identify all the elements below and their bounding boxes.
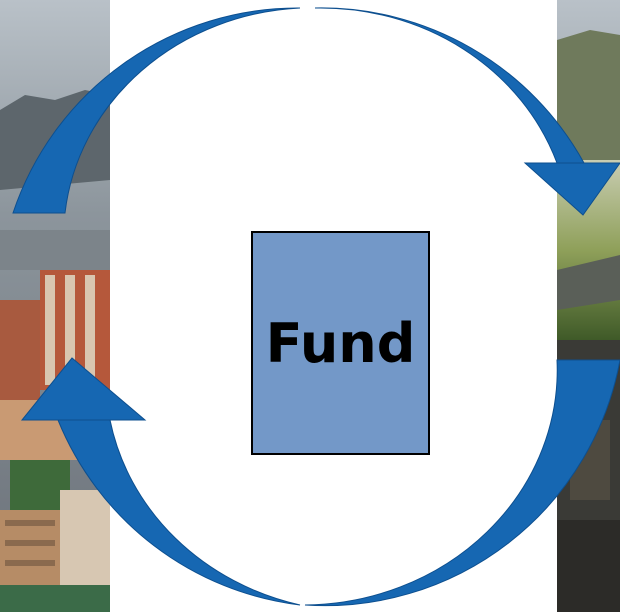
- bottom-left-arrow: [20, 357, 301, 606]
- bottom-right-arc: [304, 359, 620, 607]
- top-left-arc: [12, 7, 301, 214]
- fund-box: [251, 231, 430, 455]
- top-right-arrow: [314, 7, 620, 216]
- right-landscape-photo: [557, 0, 620, 612]
